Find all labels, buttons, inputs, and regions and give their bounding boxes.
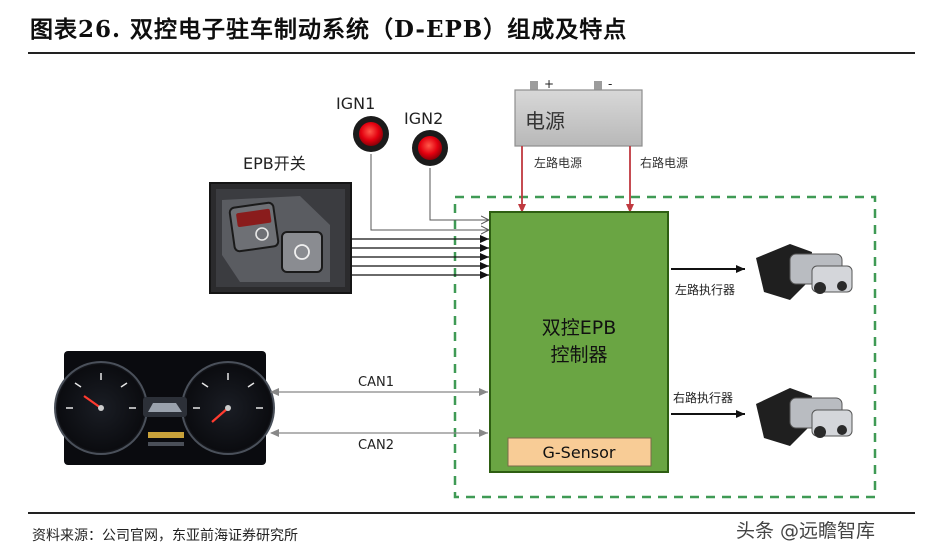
epb-switch-label: EPB开关	[243, 154, 306, 173]
epb-controller: 双控EPB 控制器 G-Sensor	[489, 211, 669, 473]
controller-zone-dashed-border	[453, 195, 877, 499]
ign1-indicator-icon	[353, 116, 389, 152]
switch-signal-lines	[352, 235, 489, 279]
ign2-signal-line	[429, 168, 489, 220]
controller-label-line2: 控制器	[550, 344, 607, 366]
ign1-label: IGN1	[336, 94, 375, 113]
battery-minus-label: -	[608, 77, 612, 91]
right-power-label: 右路电源	[640, 155, 688, 170]
battery-plus-label: +	[544, 77, 554, 91]
power-battery: + - 电源	[514, 77, 643, 147]
right-actuator-label: 右路执行器	[673, 390, 733, 405]
footer-divider	[28, 512, 915, 514]
left-actuator-image	[756, 244, 853, 300]
epb-switch-image	[209, 182, 352, 294]
title-divider	[28, 52, 915, 54]
can2-label: CAN2	[358, 438, 394, 453]
figure-title: 图表26. 双控电子驻车制动系统（D-EPB）组成及特点	[30, 16, 628, 43]
g-sensor-label: G-Sensor	[542, 443, 615, 462]
left-actuator-label: 左路执行器	[675, 282, 735, 297]
ign1-signal-line	[370, 154, 489, 230]
ign2-label: IGN2	[404, 109, 443, 128]
right-actuator-image	[756, 388, 853, 446]
left-power-label: 左路电源	[534, 155, 582, 170]
power-label: 电源	[525, 109, 565, 133]
controller-label-line1: 双控EPB	[542, 317, 617, 339]
source-note: 资料来源：公司官网，东亚前海证券研究所	[32, 528, 298, 544]
watermark: 头条 @远瞻智库	[736, 520, 876, 542]
can1-label: CAN1	[358, 375, 394, 390]
ign2-indicator-icon	[412, 130, 448, 166]
instrument-cluster-image	[54, 351, 275, 465]
